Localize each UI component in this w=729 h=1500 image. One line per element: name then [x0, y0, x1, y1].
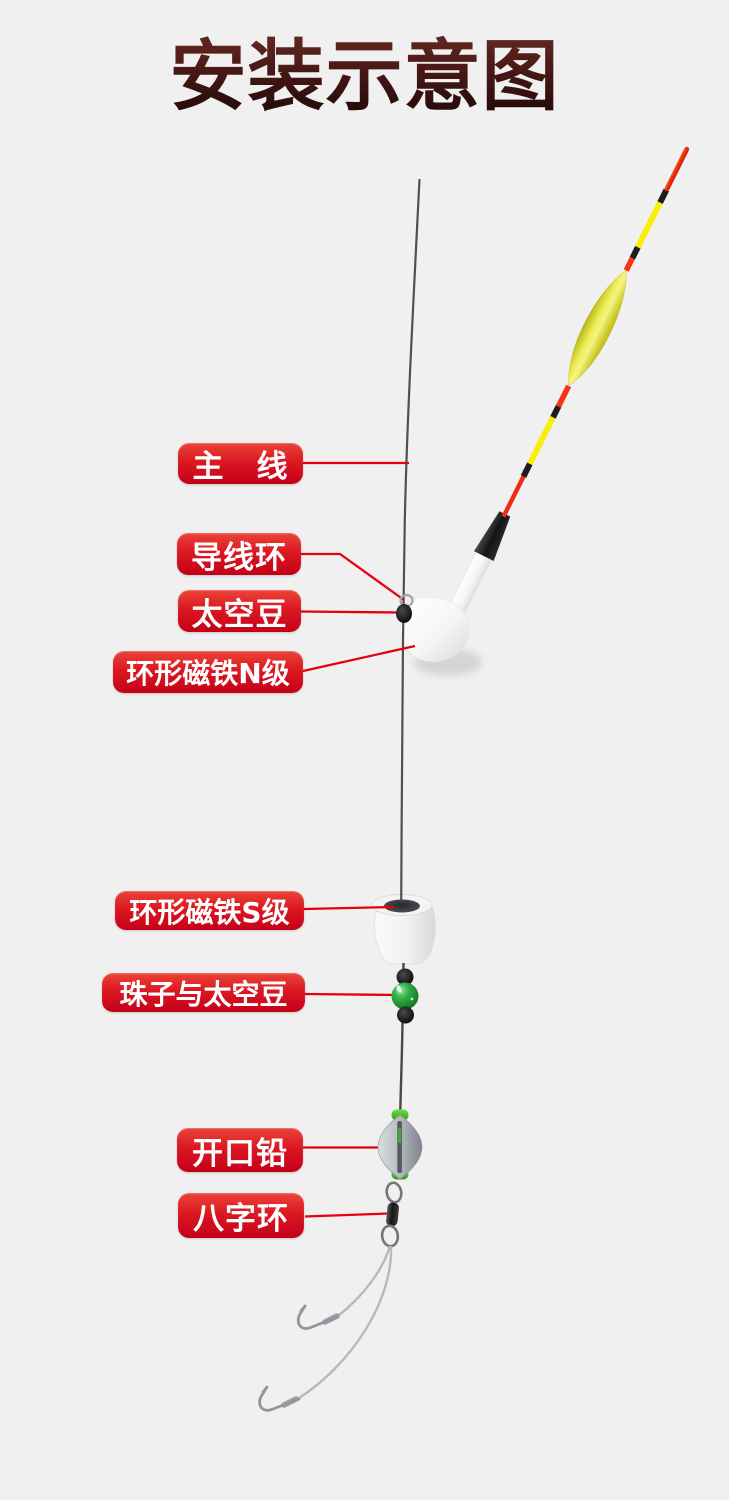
leader-lines [299, 461, 416, 1218]
hook-upper [296, 1304, 339, 1330]
label-space-bean: 太空豆 [178, 590, 301, 633]
swivel-bottom-ring [380, 1224, 400, 1248]
float-stripe-yellow [635, 200, 664, 249]
float-band-black [520, 461, 533, 478]
label-figure-eight-ring: 八字环 [178, 1193, 304, 1238]
leader-swivel [304, 1212, 389, 1218]
float-and-seat-magnet-n [400, 146, 690, 676]
hook-rig [258, 1245, 393, 1412]
space-bean-upper [396, 968, 414, 986]
hook-line-long [295, 1245, 393, 1402]
float-stripe-yellow [527, 415, 557, 466]
float-rubber-cone [474, 511, 511, 561]
space-bean-lower [397, 1006, 414, 1024]
float-tip-red [664, 146, 690, 192]
float-stripe-red [623, 255, 636, 272]
leader-guide-ring [300, 552, 405, 601]
main-line-upper [400, 178, 421, 907]
float-body [568, 269, 627, 387]
label-guide-wire-ring: 导线环 [177, 533, 301, 576]
leader-magnet-s [303, 905, 395, 911]
space-bean-part [396, 604, 412, 623]
hook-line-short [337, 1245, 392, 1317]
green-bead [391, 982, 419, 1010]
green-bead-sparkle [410, 997, 414, 1001]
label-ring-magnet-n-pole: 环形磁铁N级 [113, 651, 303, 693]
bead-and-space-bean-part [391, 968, 419, 1024]
float-stripe-red [555, 384, 572, 408]
open-lead-part [377, 1109, 423, 1180]
float-stem-red [501, 474, 526, 518]
float-band-black [550, 404, 562, 419]
leader-bead [304, 992, 399, 997]
magnet-body [374, 903, 436, 965]
leader-space-bean [299, 610, 401, 614]
label-main-line: 主 线 [178, 443, 303, 485]
leader-magnet-n [302, 644, 416, 673]
float-seat-body [400, 596, 470, 663]
label-ring-magnet-s-pole: 环形磁铁S级 [115, 891, 304, 930]
float-band-black [657, 188, 670, 204]
label-bead-and-space-bean: 珠子与太空豆 [102, 973, 305, 1012]
green-bead-highlight [396, 985, 402, 993]
swivel-top-ring [385, 1181, 403, 1204]
label-open-lead: 开口铅 [177, 1128, 303, 1172]
float-band-black [629, 245, 641, 260]
magnet-hole [384, 899, 420, 913]
page-title: 安装示意图 [0, 35, 729, 121]
lead-slot-line [398, 1128, 401, 1143]
figure-eight-ring-part [380, 1181, 403, 1248]
hook-lower [258, 1385, 301, 1412]
float [427, 146, 690, 661]
swivel-barrel [386, 1202, 399, 1227]
